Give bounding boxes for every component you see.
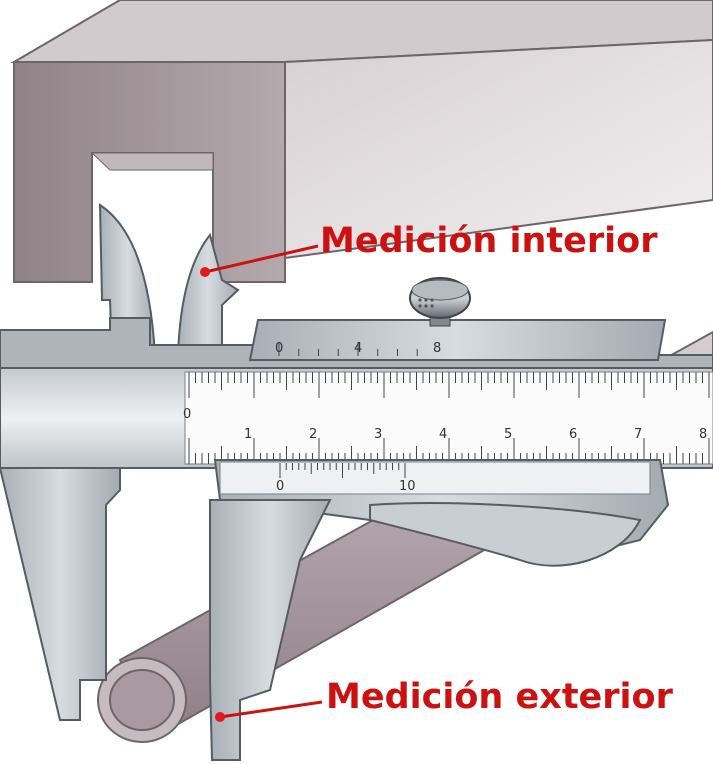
main-scale-number: 1	[244, 427, 252, 442]
marker-dot-icon	[215, 712, 225, 722]
u-channel-block	[10, 0, 713, 283]
outside-measurement-label: Medición exterior	[326, 677, 674, 717]
main-scale-number: 4	[439, 427, 447, 442]
main-scale-number: 8	[699, 427, 707, 442]
outside-jaws	[0, 467, 332, 761]
main-scale-number: 5	[504, 427, 512, 442]
upper-scale-ticks	[278, 342, 418, 356]
main-scale-number: 6	[569, 427, 577, 442]
knurled-thumb-screw-icon[interactable]	[409, 277, 471, 327]
vernier-scale-numbers: 0 10	[276, 479, 416, 494]
annotation-leaders	[200, 244, 323, 722]
upper-scale-number: 4	[354, 341, 362, 356]
vernier-scale-number: 0	[276, 479, 284, 494]
vernier-slider: 0 10	[213, 459, 670, 567]
main-scale-number: 2	[309, 427, 317, 442]
marker-dot-icon	[200, 267, 210, 277]
upper-scale-numbers: 0 4 8	[275, 341, 441, 356]
inside-measurement-label: Medición interior	[320, 221, 658, 261]
main-scale-numbers: 0 1 2 3 4 5 6 7 8	[183, 407, 707, 442]
main-scale-number: 7	[634, 427, 642, 442]
upper-scale-number: 0	[275, 341, 283, 356]
vernier-scale-number: 10	[399, 479, 416, 494]
vernier-scale-ticks	[279, 463, 406, 478]
upper-slider-scale: 0 4 8	[248, 319, 667, 361]
upper-scale-number: 8	[433, 341, 441, 356]
main-scale-number: 3	[374, 427, 382, 442]
main-scale-number: 0	[183, 407, 191, 422]
